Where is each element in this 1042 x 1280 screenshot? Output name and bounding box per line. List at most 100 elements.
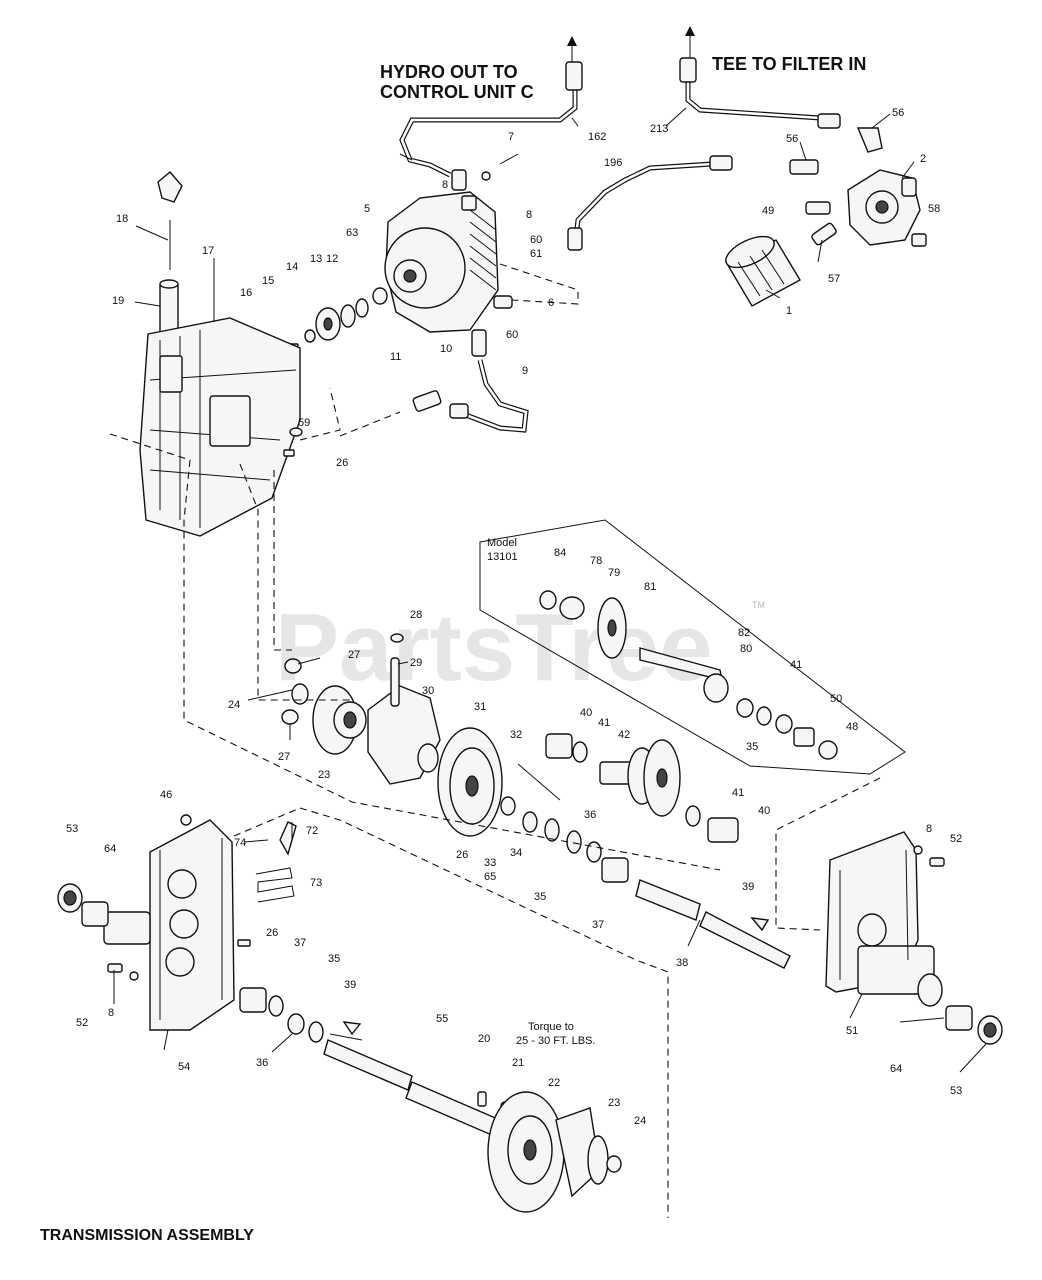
- fitting-11: [412, 390, 469, 419]
- filter-head: [847, 169, 921, 246]
- callout-57: 57: [828, 273, 840, 285]
- pin-59: [289, 427, 303, 437]
- washer-24-top: [291, 683, 309, 705]
- model-label-line1: Model: [487, 537, 517, 549]
- fitting-tee: [679, 57, 697, 83]
- callout-64-left: 64: [104, 843, 116, 855]
- callout-numbers: 162 213 56 56 2 7 8 8 5 196 49 58 18 17 …: [66, 107, 962, 1127]
- callout-54: 54: [178, 1061, 190, 1073]
- callout-41-b: 41: [732, 787, 744, 799]
- callout-21: 21: [512, 1057, 524, 1069]
- callout-74: 74: [234, 837, 246, 849]
- callout-41-a: 41: [598, 717, 610, 729]
- hydraulic-tubes: [399, 62, 831, 433]
- callout-31: 31: [474, 701, 486, 713]
- callout-32: 32: [510, 729, 522, 741]
- callout-37-lower: 37: [294, 937, 306, 949]
- washer-35-b: [586, 841, 602, 863]
- bearing-64-right: [945, 1005, 973, 1031]
- callout-50: 50: [830, 693, 842, 705]
- washer-63: [372, 287, 388, 305]
- callout-13: 13: [310, 253, 322, 265]
- callout-11: 11: [390, 351, 401, 363]
- bolt-20: [477, 1091, 487, 1107]
- screw-7: [481, 153, 519, 181]
- callout-80: 80: [740, 643, 752, 655]
- callout-10: 10: [440, 343, 452, 355]
- callout-18: 18: [116, 213, 128, 225]
- callout-35-mid: 35: [534, 891, 546, 903]
- pin-26-top: [283, 449, 295, 457]
- key-39-upper: [750, 917, 770, 932]
- callout-38-mid: 38: [676, 957, 688, 969]
- bearing-37-lower: [239, 987, 267, 1013]
- model-label-line2: 13101: [487, 551, 518, 563]
- callout-56-upper: 56: [892, 107, 904, 119]
- callout-82: 82: [738, 627, 750, 639]
- nut-8-right: [913, 845, 923, 855]
- gear-cluster-42: [599, 739, 681, 817]
- callout-55: 55: [436, 1013, 448, 1025]
- fill-tube-19: [159, 279, 179, 339]
- callout-15: 15: [262, 275, 274, 287]
- callout-40-a: 40: [580, 707, 592, 719]
- callout-196: 196: [604, 157, 622, 169]
- callout-26-top: 26: [336, 457, 348, 469]
- footer-title: TRANSMISSION ASSEMBLY: [40, 1227, 254, 1244]
- bolt-52-left: [107, 963, 123, 973]
- housing-17: [139, 317, 301, 537]
- nut-27-lower: [281, 709, 299, 725]
- callout-leaders: [113, 107, 987, 1073]
- watermark: PartsTree: [275, 594, 713, 701]
- callout-17: 17: [202, 245, 214, 257]
- spacer-33: [500, 796, 516, 816]
- spring-73: [255, 867, 295, 903]
- callout-29: 29: [410, 657, 422, 669]
- tee-filter-arrow-icon: [685, 26, 695, 62]
- hydro-pump-5: [384, 191, 499, 333]
- callout-56-lower: 56: [786, 133, 798, 145]
- washer-36: [566, 830, 582, 854]
- fitting-9-60: [471, 295, 513, 357]
- callout-63: 63: [346, 227, 358, 239]
- bevel-pinion-23-lower: [555, 1107, 609, 1198]
- callout-26-mid: 26: [456, 849, 468, 861]
- callout-30: 30: [422, 685, 434, 697]
- assembly-dashed-lines: [109, 263, 881, 1218]
- bearing-40-b: [707, 817, 739, 843]
- gear-14: [315, 307, 341, 341]
- hydro-out-label-line2: CONTROL UNIT C: [380, 82, 534, 102]
- callout-6: 6: [548, 297, 554, 309]
- nut-27-top: [284, 658, 302, 674]
- callout-24-lower: 24: [634, 1115, 646, 1127]
- callout-27-top: 27: [348, 649, 360, 661]
- bolt-52-right: [929, 857, 945, 867]
- model-parts: [539, 590, 838, 760]
- hydro-out-label-line1: HYDRO OUT TO: [380, 62, 518, 82]
- bevel-carrier-23-upper: [312, 685, 367, 755]
- key-39-lower: [342, 1021, 362, 1036]
- callout-36-lower: 36: [256, 1057, 268, 1069]
- callout-9: 9: [522, 365, 528, 377]
- washer-24-lower: [606, 1155, 622, 1173]
- callout-35-model: 35: [746, 741, 758, 753]
- washer-41-a: [572, 741, 588, 763]
- callout-59: 59: [298, 417, 310, 429]
- axle-shaft-55: [323, 1039, 501, 1137]
- callout-64-right: 64: [890, 1063, 902, 1075]
- callout-213: 213: [650, 123, 668, 135]
- callout-72: 72: [306, 825, 318, 837]
- cross-pin-29: [390, 657, 400, 707]
- callout-53-right: 53: [950, 1085, 962, 1097]
- fitting-hydro-out: [565, 61, 583, 91]
- callout-81: 81: [644, 581, 656, 593]
- callout-73: 73: [310, 877, 322, 889]
- callout-49: 49: [762, 205, 774, 217]
- bearing-40-a: [545, 733, 573, 759]
- callout-65: 65: [484, 871, 496, 883]
- callout-52-right: 52: [950, 833, 962, 845]
- washer-13: [340, 304, 356, 328]
- pin-26-left: [237, 939, 251, 947]
- side-cover-54: [149, 819, 235, 1031]
